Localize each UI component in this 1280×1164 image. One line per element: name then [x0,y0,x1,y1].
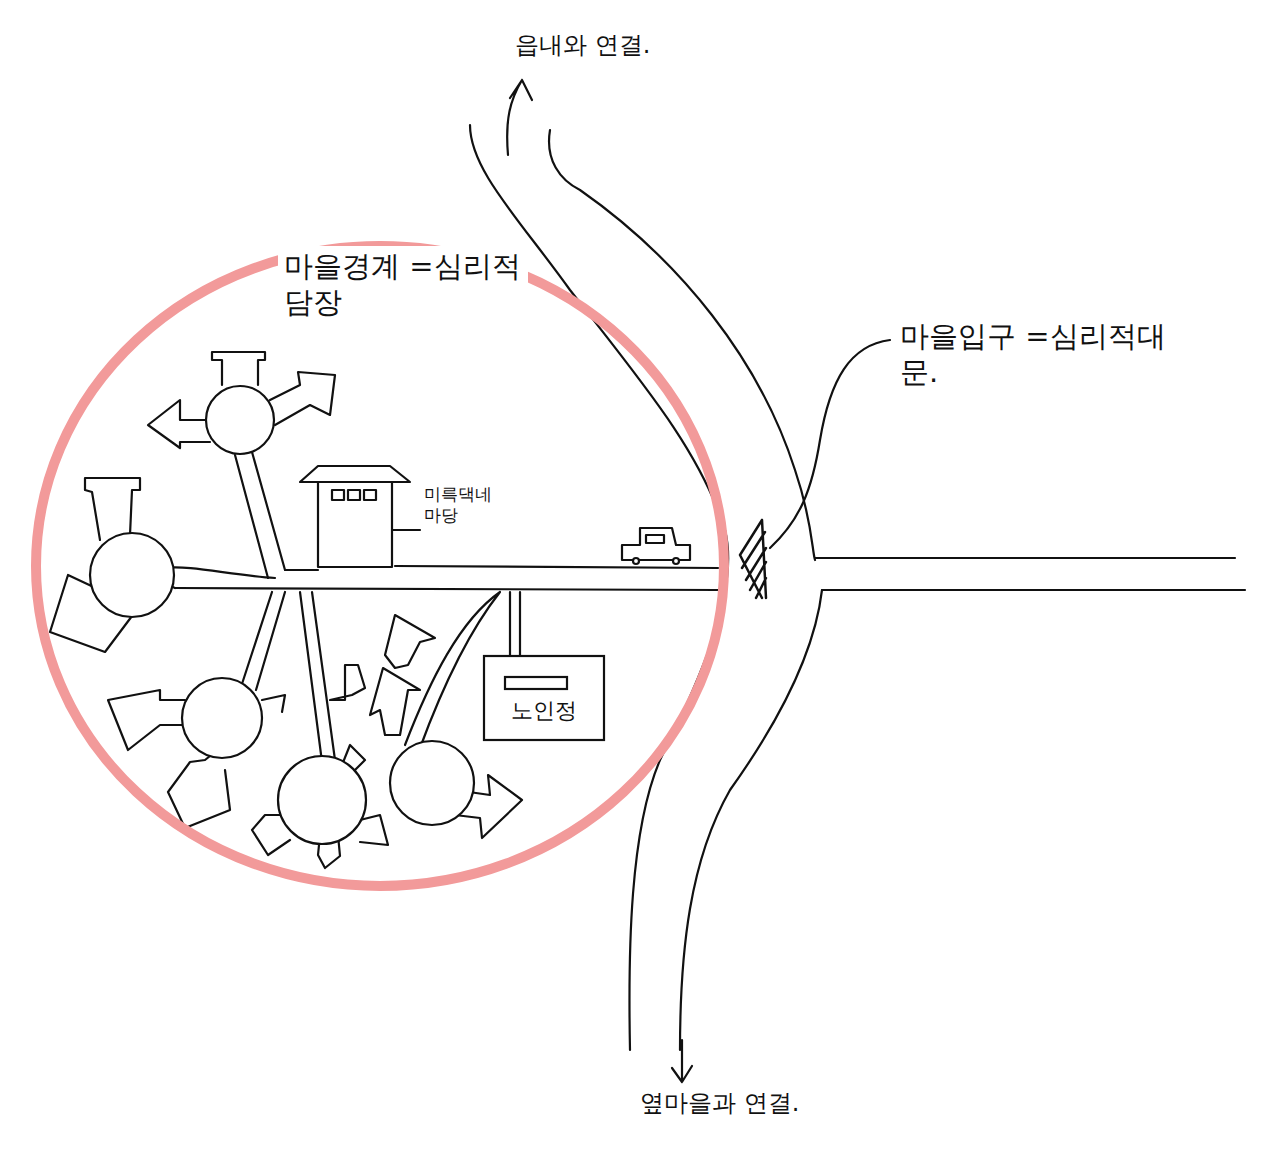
house-path [510,592,520,660]
road-edge [680,590,822,1050]
village-boundary: 마을경계 =심리적담장노인정 [30,240,730,892]
label-holder: 읍내와 연결. [515,30,755,60]
text-holder: 마을경계 =심리적담장 [278,246,528,323]
road-edge [815,557,1235,559]
destination-label: 읍내와 연결. [515,30,650,60]
road-edge [395,566,718,568]
destination-label: 옆마을과 연결. [640,1088,799,1118]
senior-center-box: 노인정 [483,655,605,741]
house-path [235,452,285,578]
house-symbol [390,741,522,838]
label-holder: 마을입구 =심리적대문. [900,318,1170,391]
house-building [300,466,410,567]
label-holder: 미륵댁네 마당 [424,484,514,527]
boundary-outline [36,246,724,886]
gate-symbol [740,520,766,598]
sign-board [505,677,567,689]
entrance-callout: 마을입구 =심리적대문. [900,318,1170,391]
road-edge [285,569,318,571]
box-outline [484,656,604,740]
house-symbol [50,478,174,652]
box-label: 노인정 [511,697,577,725]
road-edge [549,130,815,560]
node-outline [30,240,730,892]
direction-arrow [672,1040,692,1082]
text-holder: 노인정 [483,697,605,725]
road-edge [175,588,718,590]
yard-label: 미륵댁네 마당 [424,484,514,527]
label-holder: 옆마을과 연결. [640,1088,890,1118]
boundary-label: 마을경계 =심리적담장 [278,246,528,323]
house-symbol [108,678,285,828]
leader-line [770,340,890,548]
house-path [165,567,275,588]
house-symbol [148,352,335,454]
house-symbol [252,745,388,868]
house-path [240,592,285,690]
house-path [300,592,335,762]
car-symbol [622,528,690,564]
direction-arrow [330,615,435,735]
direction-arrow [507,80,532,155]
road-edge [822,589,1245,591]
